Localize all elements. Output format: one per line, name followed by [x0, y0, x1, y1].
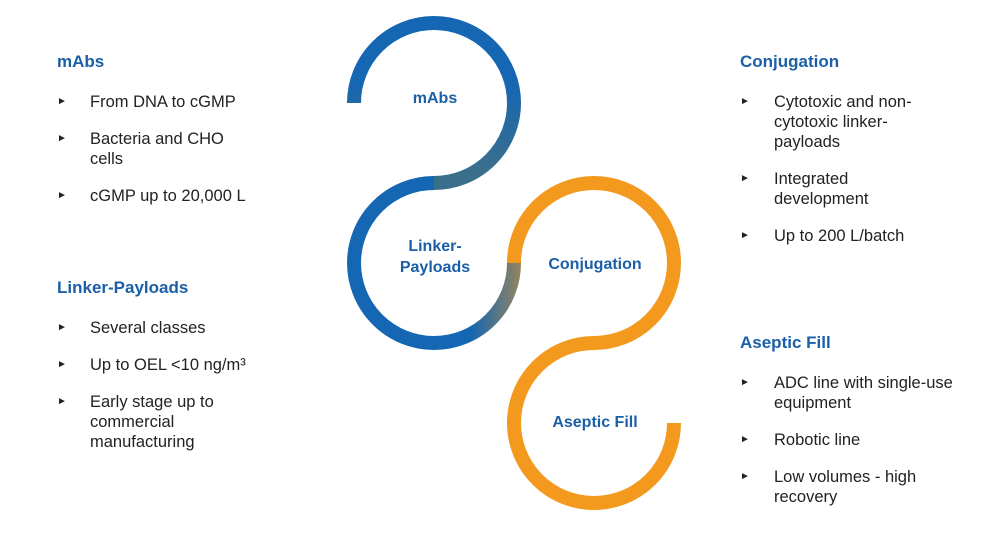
flow-segment-linker [347, 176, 435, 350]
list-item: ►Up to 200 L/batch [740, 227, 905, 245]
bullet-icon: ► [740, 377, 750, 388]
node-label-linker-line1: Linker- [408, 238, 461, 255]
list-item: ►Integrated development [740, 170, 869, 208]
bullet-list: ►From DNA to cGMP ►Bacteria and CHO cell… [57, 92, 297, 206]
bullet-icon: ► [740, 230, 750, 241]
bullet-list: ►Several classes ►Up to OEL <10 ng/m³ ►E… [57, 318, 297, 452]
flow-segment-mabs [347, 16, 521, 190]
bullet-icon: ► [57, 96, 67, 107]
bullet-list: ►Cytotoxic and non-cytotoxic linker-payl… [740, 92, 950, 246]
panel-title: Conjugation [740, 52, 840, 71]
bullet-list: ►ADC line with single-use equipment ►Rob… [740, 373, 970, 507]
panel-conjugation: Conjugation ►Cytotoxic and non-cytotoxic… [740, 52, 950, 263]
bullet-icon: ► [740, 471, 750, 482]
bullet-icon: ► [740, 173, 750, 184]
bullet-icon: ► [740, 96, 750, 107]
list-item: ►Early stage up to commercial manufactur… [57, 393, 214, 451]
bullet-icon: ► [57, 190, 67, 201]
bullet-icon: ► [57, 133, 67, 144]
panel-title: Linker-Payloads [57, 278, 189, 297]
flow-segment-linker-tail [433, 262, 521, 350]
flow-segment-aseptic [507, 336, 681, 510]
panel-aseptic-fill: Aseptic Fill ►ADC line with single-use e… [740, 333, 970, 524]
panel-title: mAbs [57, 52, 105, 71]
bullet-icon: ► [57, 322, 67, 333]
node-label-mabs: mAbs [413, 90, 458, 107]
node-label-conjugation: Conjugation [548, 256, 641, 273]
bullet-icon: ► [57, 396, 67, 407]
list-item: ►Up to OEL <10 ng/m³ [57, 356, 246, 374]
panel-mabs: mAbs ►From DNA to cGMP ►Bacteria and CHO… [57, 52, 297, 223]
list-item: ►Low volumes - high recovery [740, 468, 917, 506]
list-item: ►cGMP up to 20,000 L [57, 187, 246, 205]
bullet-icon: ► [740, 434, 750, 445]
list-item: ►Robotic line [740, 431, 861, 449]
node-label-aseptic: Aseptic Fill [552, 414, 637, 431]
list-item: ►Several classes [57, 319, 206, 337]
panel-linker-payloads: Linker-Payloads ►Several classes ►Up to … [57, 278, 297, 469]
bullet-icon: ► [57, 359, 67, 370]
flow-segment-conjugation [507, 176, 681, 350]
list-item: ►Cytotoxic and non-cytotoxic linker-payl… [740, 93, 912, 151]
node-label-linker-line2: Payloads [400, 259, 470, 276]
list-item: ►Bacteria and CHO cells [57, 130, 224, 168]
panel-title: Aseptic Fill [740, 333, 831, 352]
list-item: ►ADC line with single-use equipment [740, 374, 953, 412]
list-item: ►From DNA to cGMP [57, 93, 236, 111]
